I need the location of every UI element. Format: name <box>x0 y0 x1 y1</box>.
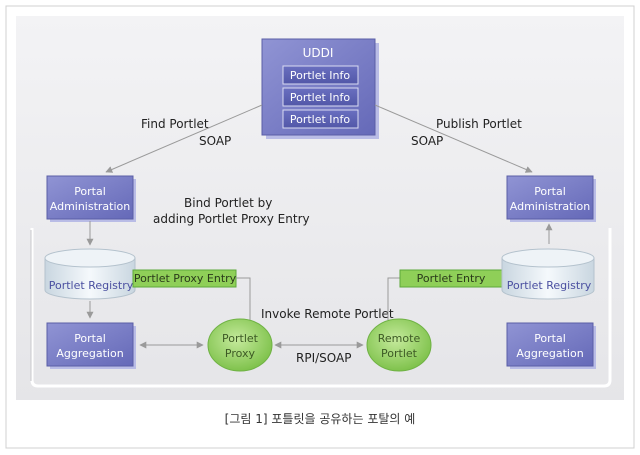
portlet-info-label: Portlet Info <box>290 91 351 104</box>
right-portal-administration: Portal Administration <box>506 175 596 222</box>
portlet-info-label: Portlet Info <box>290 113 351 126</box>
invoke-remote-label: Invoke Remote Portlet <box>261 307 394 321</box>
portlet-info-box <box>282 65 359 85</box>
portlet-proxy-entry: Portlet Proxy Entry <box>132 269 237 288</box>
right-admin-text-1: Portal <box>534 185 566 198</box>
figure-caption: [그림 1] 포틀릿을 공유하는 포탈의 예 <box>225 412 416 426</box>
right-portal-aggregation: Portal Aggregation <box>506 322 596 369</box>
left-portal-aggregation: Portal Aggregation <box>46 322 136 369</box>
uddi-box: UDDI Portlet Info Portlet Info Portlet I… <box>261 38 379 139</box>
remote-portlet-node: Remote Portlet <box>366 318 432 372</box>
right-aggregation-text-1: Portal <box>534 332 566 345</box>
left-aggregation-text-1: Portal <box>74 332 106 345</box>
proxy-entry-label: Portlet Proxy Entry <box>134 272 237 285</box>
left-admin-text-2: Administration <box>50 200 131 213</box>
proxy-text-2: Proxy <box>225 347 256 360</box>
right-admin-text-2: Administration <box>510 200 591 213</box>
bind-portlet-label-1: Bind Portlet by <box>184 196 272 210</box>
entry-label: Portlet Entry <box>417 272 486 285</box>
find-portlet-label: Find Portlet <box>141 117 209 131</box>
portlet-info-label: Portlet Info <box>290 69 351 82</box>
left-admin-text-1: Portal <box>74 185 106 198</box>
proxy-text-1: Portlet <box>222 332 259 345</box>
left-portlet-registry: Portlet Registry <box>44 248 136 300</box>
portal-bracket <box>30 228 612 388</box>
right-portlet-registry: Portlet Registry <box>501 248 595 300</box>
remote-text-1: Remote <box>378 332 421 345</box>
proxy-entry-connector <box>236 277 251 320</box>
portlet-proxy-node: Portlet Proxy <box>207 318 273 372</box>
soap-right-label: SOAP <box>411 134 443 148</box>
right-aggregation-text-2: Aggregation <box>516 347 583 360</box>
left-aggregation-text-2: Aggregation <box>56 347 123 360</box>
portlet-info-box <box>282 87 359 107</box>
right-registry-label: Portlet Registry <box>507 279 592 292</box>
find-portlet-arrow <box>105 104 263 173</box>
portlet-info-box <box>282 109 359 129</box>
publish-portlet-arrow <box>374 104 533 173</box>
left-registry-label: Portlet Registry <box>49 279 134 292</box>
rpi-soap-label: RPI/SOAP <box>296 351 351 365</box>
publish-portlet-label: Publish Portlet <box>436 117 522 131</box>
uddi-title: UDDI <box>303 46 334 60</box>
left-portal-administration: Portal Administration <box>46 175 136 222</box>
remote-text-2: Portlet <box>381 347 418 360</box>
bind-portlet-label-2: adding Portlet Proxy Entry <box>153 212 310 226</box>
portlet-entry: Portlet Entry <box>399 269 504 288</box>
soap-left-label: SOAP <box>199 134 231 148</box>
entry-connector <box>387 277 402 320</box>
